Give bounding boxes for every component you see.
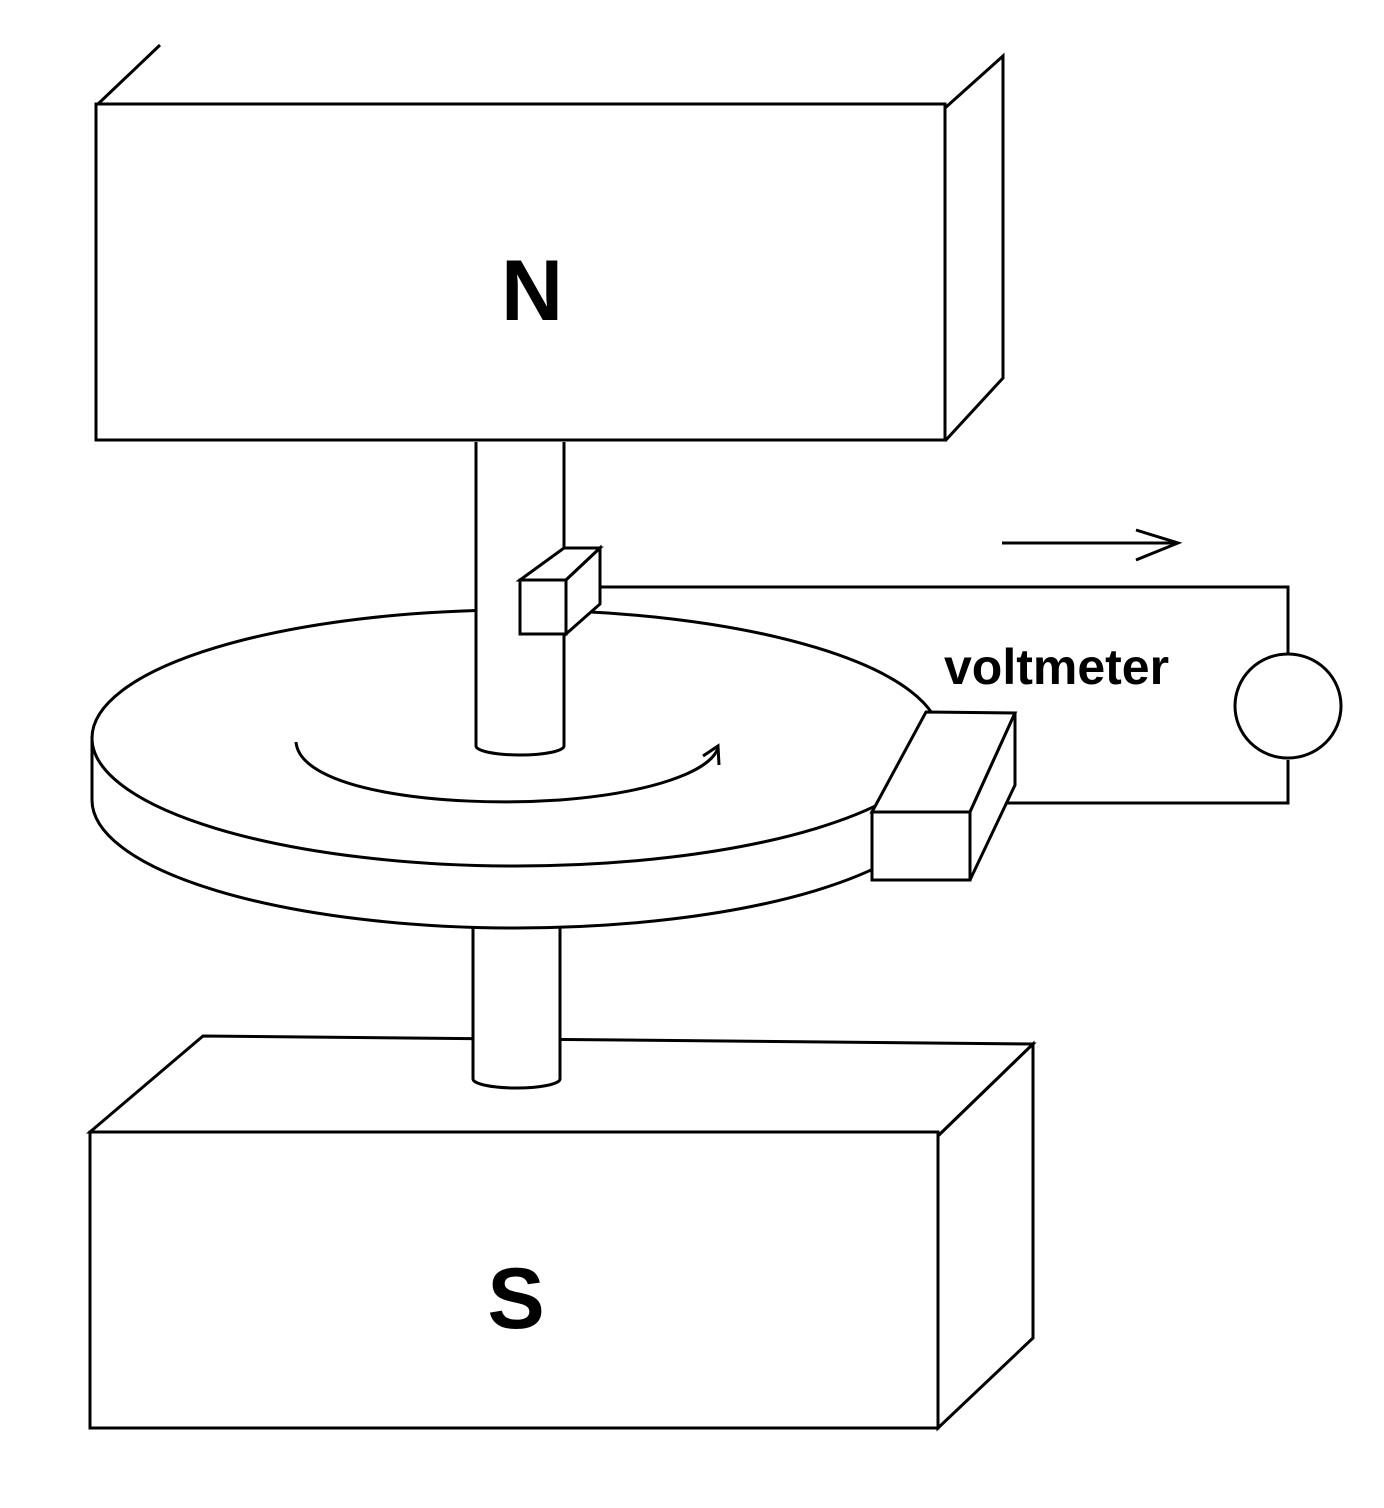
motion-arrow: [1002, 528, 1183, 562]
voltmeter-circle: [1233, 652, 1343, 760]
north-magnet: N: [94, 43, 1005, 443]
edge-brush: [869, 710, 1018, 882]
north-magnet-top-edge: [96, 43, 162, 106]
north-magnet-side-face: [943, 52, 1005, 443]
rotation-arrow-arc: [294, 741, 720, 804]
upper-wire: [598, 585, 1290, 655]
voltmeter-label: voltmeter: [944, 639, 1169, 695]
voltmeter: voltmeter: [944, 639, 1343, 760]
north-magnet-front-face: [94, 102, 947, 442]
axle-brush: [515, 544, 604, 638]
lower-axle: [471, 924, 562, 1090]
north-pole-label: N: [501, 243, 563, 339]
edge-brush-front: [870, 810, 972, 882]
rotation-arrow-head: [702, 743, 721, 766]
south-magnet: S: [85, 1034, 1037, 1432]
axle-brush-front: [518, 578, 568, 636]
south-pole-label: S: [487, 1251, 544, 1347]
lower-wire: [1000, 760, 1290, 805]
circuit-wires: [598, 585, 1290, 805]
south-magnet-front-face: [88, 1130, 940, 1430]
